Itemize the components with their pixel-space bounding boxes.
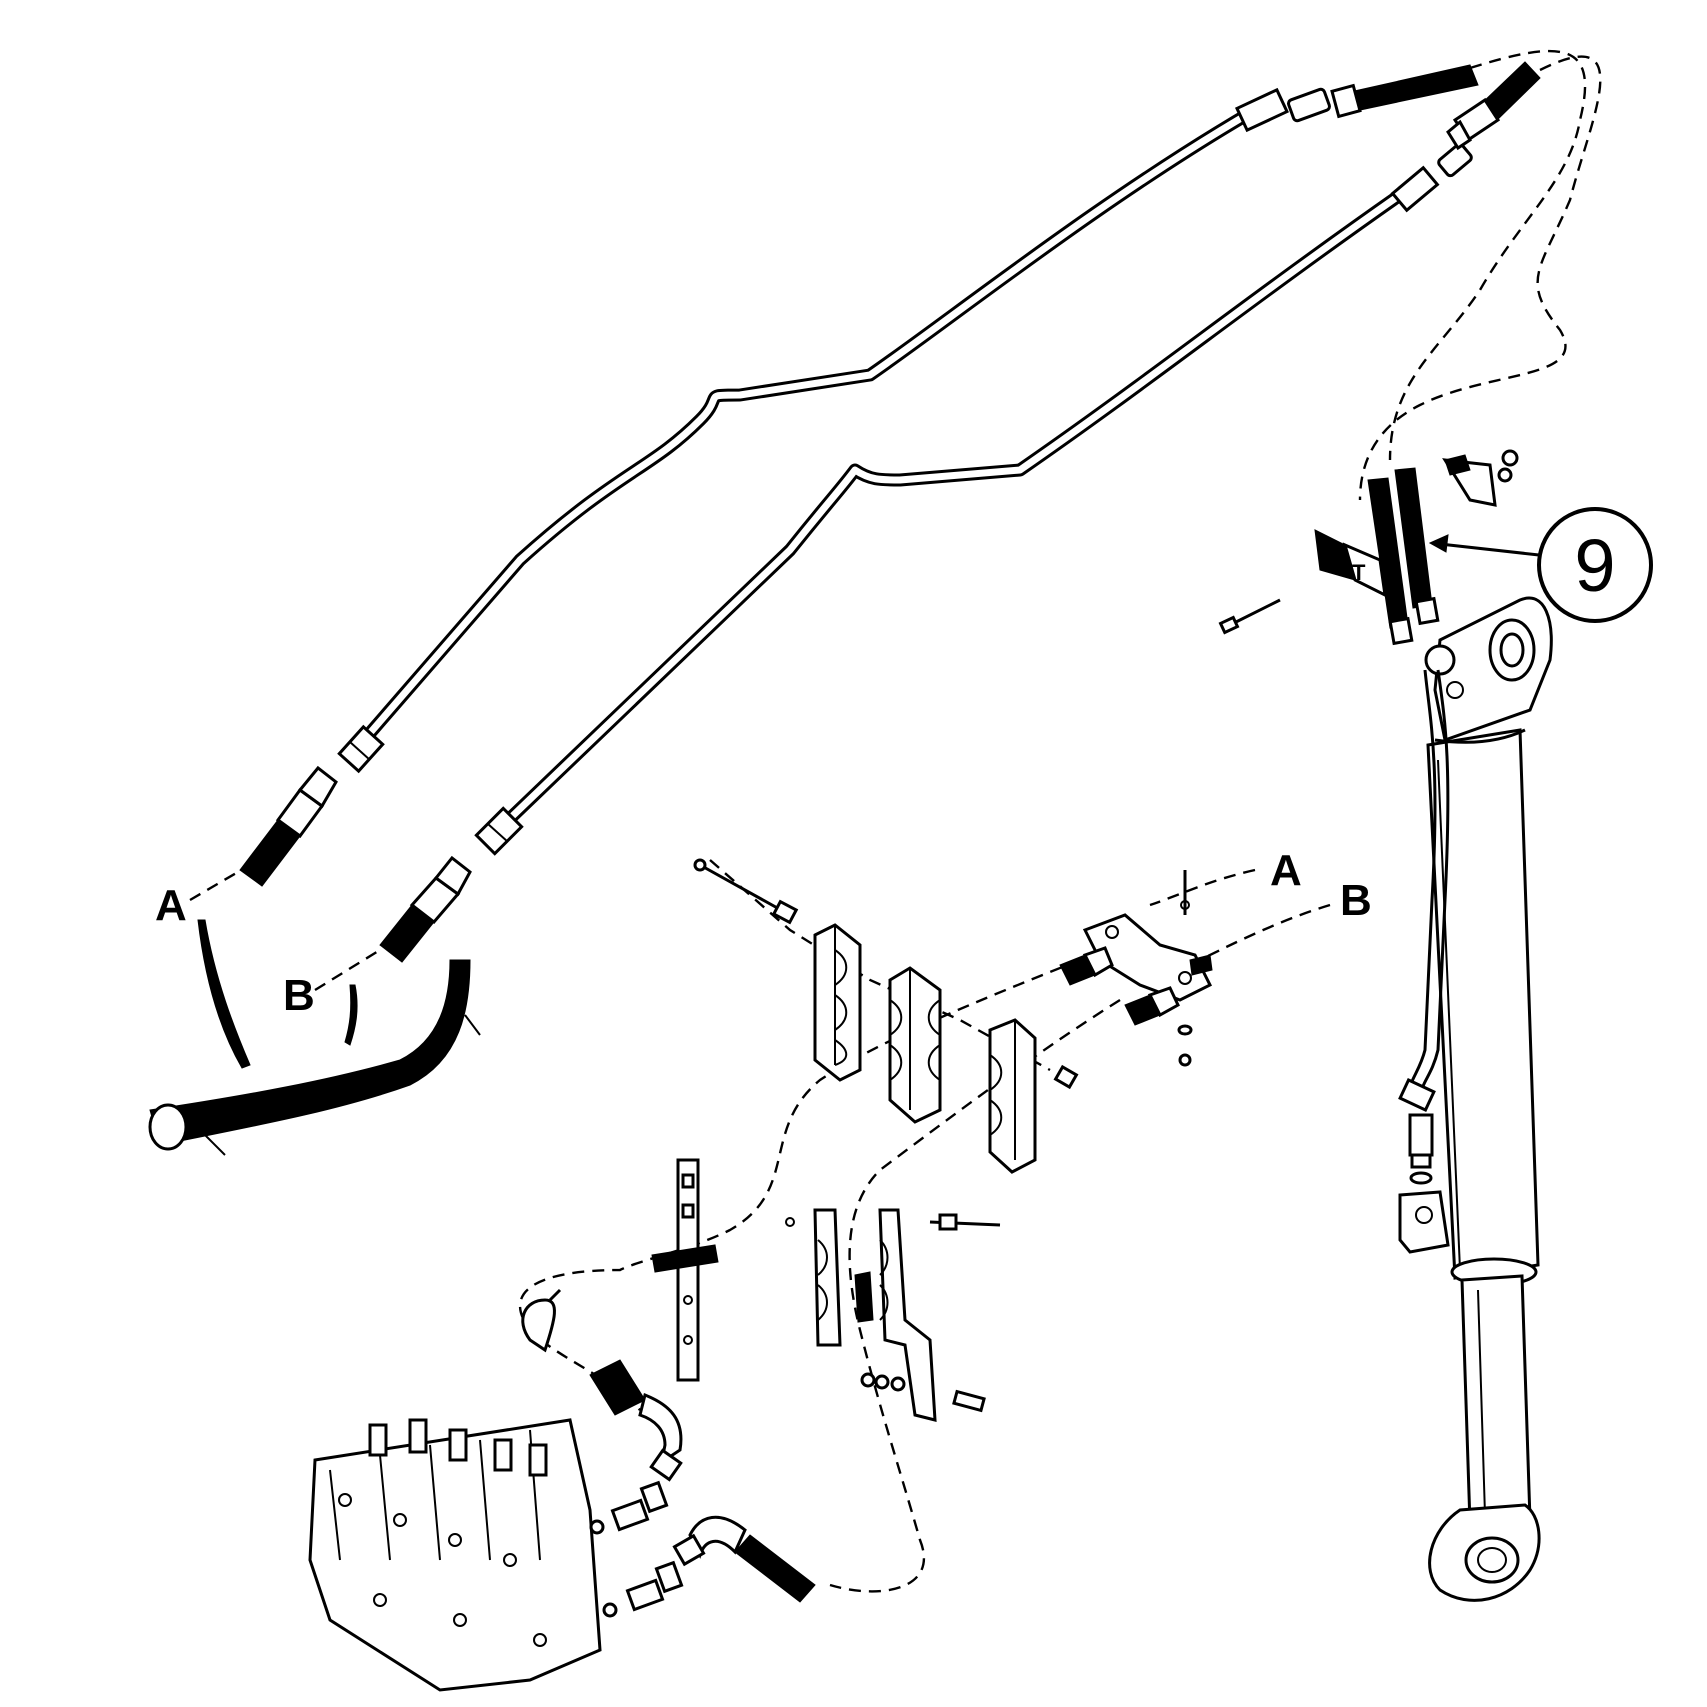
top-hose-upper: [1330, 64, 1479, 119]
nut-small-1: [1053, 1064, 1079, 1090]
hose-end-right-b: [1124, 954, 1213, 1026]
control-valve-block: [308, 1418, 602, 1692]
tube-end-fitting-upper-right: [1234, 87, 1331, 133]
valve-adapter-a: [589, 1480, 669, 1535]
upper-steel-tube: [350, 103, 1262, 755]
callout-9: 9: [1428, 507, 1653, 623]
elbow-hose-b: [672, 1515, 816, 1603]
elbow-hose-a: [589, 1359, 683, 1482]
tube-end-fitting-lower-right: [1390, 142, 1473, 213]
valve-adapter-b: [602, 1560, 684, 1618]
clip-plate-left: [813, 1208, 842, 1347]
cylinder-rod-eye: [1428, 1503, 1541, 1602]
tube-end-fitting-upper-left: [337, 724, 385, 774]
route-to-valve-b: [829, 998, 1121, 1593]
lower-steel-tube: [493, 188, 1407, 835]
route-a-left: [189, 863, 251, 902]
clip-plate-right: [854, 1208, 937, 1422]
cylinder-pipe-side: [1408, 669, 1526, 1093]
rod-bolt-top: [693, 858, 799, 925]
cylinder-barrel: [1426, 728, 1540, 1287]
bolt-vertical-right: [1177, 870, 1193, 1067]
route-b-left: [314, 948, 381, 992]
clip-block-3: [988, 1018, 1037, 1174]
svg-text:T: T: [1352, 560, 1366, 585]
bolt-horizontal-mid: [785, 1213, 1001, 1231]
flex-hose-left: [148, 919, 481, 1156]
route-clip-chain: [709, 859, 1051, 1072]
route-top-loop-1: [1358, 55, 1602, 501]
hose-fitting-b-left: [379, 855, 472, 963]
cylinder-rod: [1460, 1274, 1532, 1526]
tube-end-fitting-lower-left: [474, 806, 524, 856]
route-top-loop-2: [1388, 49, 1587, 461]
cylinder-side-fittings: [1398, 1078, 1450, 1254]
label-b-left: B: [283, 971, 315, 1020]
nuts-washers-mid: [860, 1372, 986, 1413]
label-a-right: A: [1270, 846, 1302, 895]
clip-block-2: [888, 966, 942, 1124]
route-b-right: [1199, 903, 1331, 962]
hose-clamp-loop: [521, 1288, 562, 1353]
clip-block-1: [813, 923, 862, 1082]
cylinder-head: [1424, 596, 1553, 742]
strap-bracket-vertical: [651, 1158, 719, 1382]
label-b-right: B: [1340, 876, 1372, 925]
top-hose-lower: [1446, 61, 1541, 151]
label-a-left: A: [155, 881, 187, 930]
hose-bracket-right: [1082, 913, 1213, 1002]
hose-fitting-a-left: [239, 765, 338, 887]
route-a-right: [1149, 868, 1256, 907]
hose-end-right-a: [1059, 946, 1114, 986]
callout-number: 9: [1574, 524, 1615, 607]
hose-clamp-top: T: [1314, 449, 1519, 598]
cylinder-hoses: [1367, 467, 1440, 646]
clamp-bolt-left: [1218, 598, 1281, 635]
